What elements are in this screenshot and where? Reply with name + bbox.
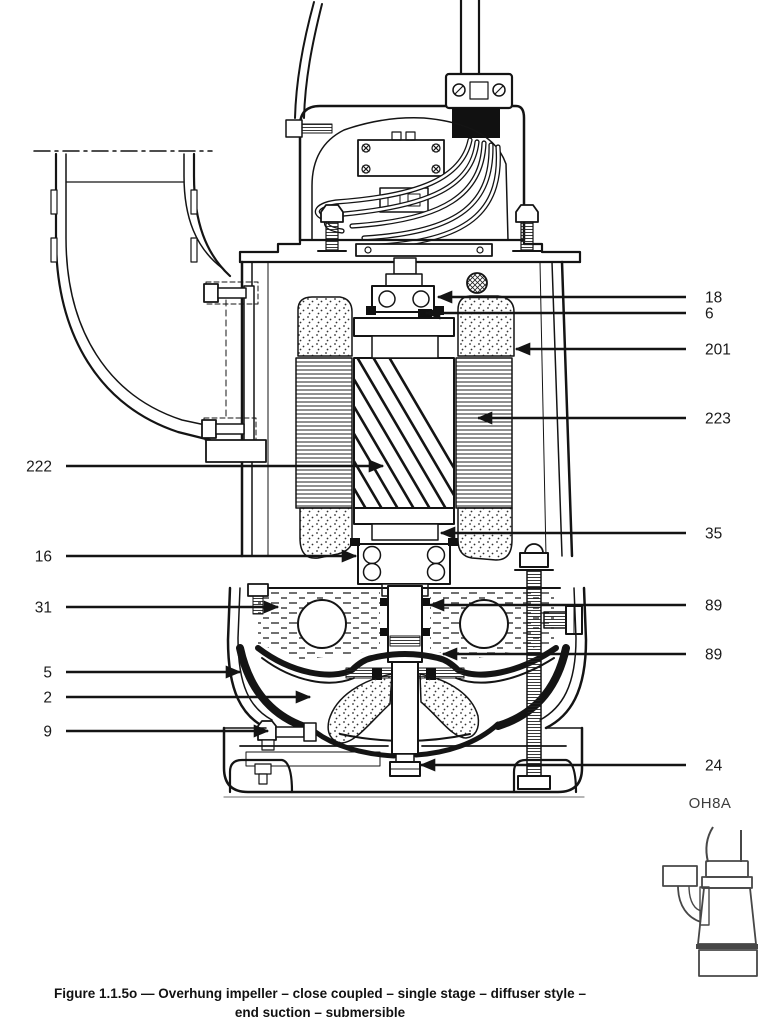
chamber-bolt-left xyxy=(247,583,269,615)
stator xyxy=(295,295,515,561)
flange-bolt-right xyxy=(512,204,542,252)
power-cables xyxy=(294,0,481,119)
upper-bearing xyxy=(366,257,444,318)
pump-type-icon xyxy=(662,826,758,977)
callout-label-89: 89 xyxy=(705,647,722,664)
callout-label-2: 2 xyxy=(43,690,52,707)
figure-caption-line1: Figure 1.1.5o — Overhung impeller – clos… xyxy=(54,986,586,1001)
motor-cap xyxy=(285,104,526,242)
callout-label-18: 18 xyxy=(705,290,722,307)
base-stand xyxy=(222,726,585,798)
terminal-block xyxy=(452,108,500,138)
junction-box xyxy=(357,131,445,213)
pump-type-code: OH8A xyxy=(688,795,732,812)
callout-layer: 222 16 31 5 2 9 186 201 223 35 89 89 24 xyxy=(26,290,731,775)
callout-label-223: 223 xyxy=(705,411,731,428)
callout-label-35: 35 xyxy=(705,526,722,543)
callout-label-31: 31 xyxy=(35,600,52,617)
figure-caption: Figure 1.1.5o — Overhung impeller – clos… xyxy=(0,984,640,1022)
motor-casing xyxy=(240,260,574,558)
callout-label-9: 9 xyxy=(43,724,52,741)
callout-label-222: 222 xyxy=(26,459,52,476)
rotor xyxy=(353,317,455,541)
flange-bolt-left xyxy=(317,204,347,252)
tie-rod xyxy=(514,543,554,790)
callout-label-24: 24 xyxy=(705,758,723,775)
cable-gland xyxy=(444,72,514,138)
callout-label-16: 16 xyxy=(35,549,52,566)
callout-label-5: 5 xyxy=(43,665,52,682)
callout-label-89: 89 xyxy=(705,598,722,615)
callout-label-201: 201 xyxy=(705,342,731,359)
seal-chamber xyxy=(247,583,583,684)
shaft-end xyxy=(389,661,421,777)
oil-plug xyxy=(543,605,583,635)
discharge-elbow xyxy=(33,150,267,463)
callout-label-6: 6 xyxy=(705,306,714,323)
figure-caption-line2: end suction – submersible xyxy=(234,1005,406,1020)
